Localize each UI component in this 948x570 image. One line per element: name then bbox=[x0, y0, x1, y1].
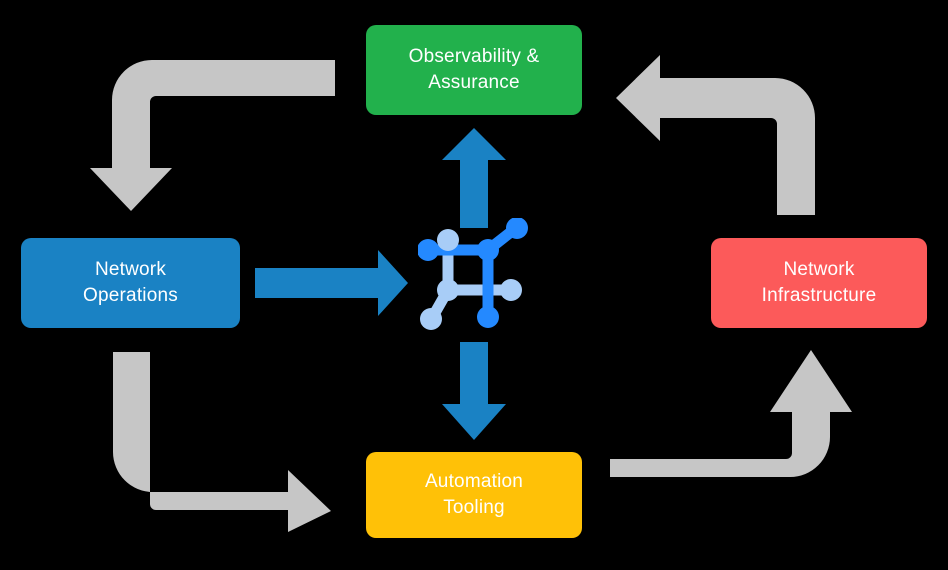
node-automation-tooling-label: Automation Tooling bbox=[424, 471, 524, 518]
network-icon-primary-nodes bbox=[417, 217, 528, 328]
blue-arrow-operations-to-center bbox=[255, 250, 408, 316]
network-icon-secondary-nodes bbox=[420, 229, 522, 330]
node-observability-assurance[interactable]: Observability & Assurance bbox=[366, 25, 582, 115]
blue-arrow-center-to-observability bbox=[442, 128, 506, 228]
blue-arrow-center-to-automation bbox=[442, 342, 506, 440]
node-network-infrastructure[interactable]: Network Infrastructure bbox=[711, 238, 927, 328]
network-topology-icon-svg bbox=[417, 217, 528, 330]
node-automation-tooling[interactable]: Automation Tooling bbox=[366, 452, 582, 538]
gray-arrow-operations-to-automation bbox=[113, 352, 331, 532]
gray-arrow-automation-to-infrastructure bbox=[610, 350, 852, 477]
node-observability-assurance-label: Observability & Assurance bbox=[408, 46, 540, 93]
gray-arrow-infrastructure-to-observability bbox=[616, 55, 815, 215]
node-network-operations[interactable]: Network Operations bbox=[21, 238, 240, 328]
gray-arrow-observability-to-operations bbox=[90, 60, 335, 211]
network-topology-icon bbox=[417, 217, 538, 338]
node-network-infrastructure-label: Network Infrastructure bbox=[761, 259, 877, 306]
node-network-operations-label: Network Operations bbox=[83, 259, 178, 306]
